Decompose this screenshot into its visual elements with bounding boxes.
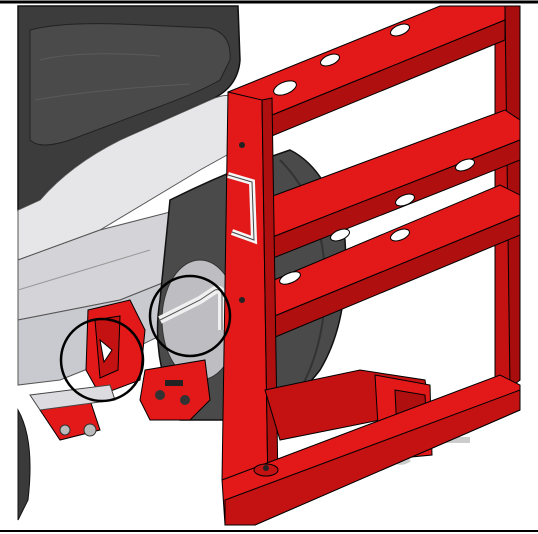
vehicle-seat xyxy=(17,5,241,212)
callout-circle-left xyxy=(59,317,145,403)
rack-frame xyxy=(221,5,521,526)
front-wheel xyxy=(17,408,31,521)
hitch-bracket xyxy=(29,299,211,441)
callout-circle-right xyxy=(148,274,232,358)
